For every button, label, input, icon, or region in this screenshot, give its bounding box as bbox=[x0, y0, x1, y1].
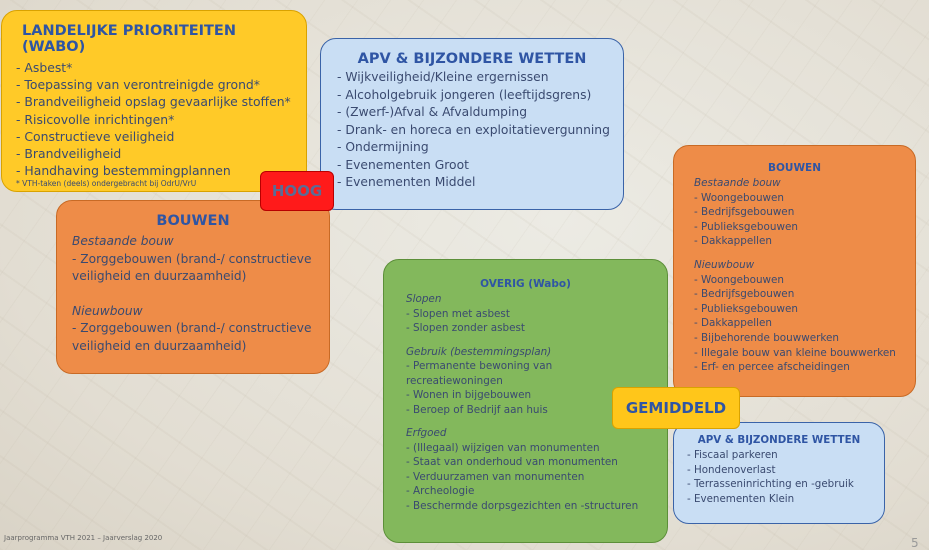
apv-bijzondere-wetten-high-box: APV & BIJZONDERE WETTEN - Wijkveiligheid… bbox=[320, 38, 624, 210]
footnote: * VTH-taken (deels) ondergebracht bij Od… bbox=[16, 179, 197, 189]
list-item: - Brandveiligheid opslag gevaarlijke sto… bbox=[16, 94, 291, 110]
list-item: - Fiscaal parkeren bbox=[687, 449, 778, 461]
list-item: - Toepassing van verontreinigde grond* bbox=[16, 77, 260, 93]
list-item: - Illegale bouw van kleine bouwwerken bbox=[694, 346, 896, 359]
bouwen-title: BOUWEN bbox=[156, 213, 230, 229]
list-item: - Permanente bewoning van bbox=[406, 360, 553, 372]
page-number: 5 bbox=[911, 536, 919, 550]
priority-label-hoog: HOOG bbox=[260, 171, 334, 211]
gebruik-label: Gebruik (bestemmingsplan) bbox=[406, 345, 552, 358]
list-item: - Brandveiligheid bbox=[16, 146, 122, 162]
list-item: - Drank- en horeca en exploitatievergunn… bbox=[337, 122, 610, 137]
list-item: - (Illegaal) wijzigen van monumenten bbox=[406, 441, 600, 454]
list-item: - Woongebouwen bbox=[694, 191, 785, 204]
list-item: - Archeologie bbox=[406, 485, 475, 497]
list-item: recreatiewoningen bbox=[406, 374, 503, 387]
list-item: veiligheid en duurzaamheid) bbox=[72, 269, 247, 283]
list-item: - Zorggebouwen (brand-/ constructieve bbox=[72, 321, 312, 335]
list-item: - (Zwerf-)Afval & Afvaldumping bbox=[337, 105, 528, 119]
bestaande-bouw-label: Bestaande bouw bbox=[72, 234, 174, 248]
list-item: - Alcoholgebruik jongeren (leeftijdsgren… bbox=[337, 87, 592, 102]
list-item: - Handhaving bestemmingplannen bbox=[16, 163, 231, 179]
apv-bijzondere-wetten-medium-box: APV & BIJZONDERE WETTEN - Fiscaal parker… bbox=[673, 422, 885, 524]
list-item: - Terrasseninrichting en -gebruik bbox=[687, 478, 854, 491]
list-item: veiligheid en duurzaamheid) bbox=[72, 338, 247, 353]
list-item: - Slopen zonder asbest bbox=[406, 322, 525, 334]
list-item: - Wonen in bijgebouwen bbox=[406, 389, 532, 401]
list-item: - Verduurzamen van monumenten bbox=[406, 470, 585, 483]
list-item: - Asbest* bbox=[16, 60, 73, 75]
list-item: - Hondenoverlast bbox=[687, 463, 776, 476]
list-item: - Dakkappellen bbox=[694, 235, 772, 248]
list-item: - Constructieve veiligheid bbox=[16, 128, 175, 144]
list-item: - Woongebouwen bbox=[694, 273, 785, 286]
apv-title: APV & BIJZONDERE WETTEN bbox=[697, 434, 861, 446]
list-item: - Bijbehorende bouwwerken bbox=[694, 331, 840, 344]
list-item: - Evenementen Groot bbox=[337, 157, 469, 172]
list-item: - Zorggebouwen (brand-/ constructieve bbox=[72, 251, 312, 266]
list-item: - Bedrijfsgebouwen bbox=[694, 288, 795, 301]
list-item: - Evenementen Middel bbox=[337, 175, 476, 189]
slopen-label: Slopen bbox=[406, 293, 442, 305]
list-item: - Publieksgebouwen bbox=[694, 302, 798, 315]
apv-title: APV & BIJZONDERE WETTEN bbox=[357, 51, 587, 67]
priority-label-gemiddeld: GEMIDDELD bbox=[612, 387, 740, 429]
list-item: - Erf- en percee afscheidingen bbox=[694, 361, 850, 374]
landelijke-prioriteiten-box: LANDELIJKE PRIORITEITEN (WABO) - Asbest*… bbox=[1, 10, 307, 192]
nieuwbouw-label: Nieuwbouw bbox=[72, 303, 143, 318]
list-item: - Slopen met asbest bbox=[406, 307, 510, 320]
bestaande-bouw-label: Bestaande bouw bbox=[694, 177, 781, 189]
list-item: - Staat van onderhoud van monumenten bbox=[406, 456, 618, 468]
landelijke-prioriteiten-title: LANDELIJKE PRIORITEITEN (WABO) bbox=[22, 23, 236, 55]
list-item: - Beschermde dorpsgezichten en -structur… bbox=[406, 499, 639, 512]
bouwen-medium-box: BOUWEN Bestaande bouw - Woongebouwen - B… bbox=[673, 145, 916, 397]
list-item: - Evenementen Klein bbox=[687, 492, 795, 505]
bouwen-title: BOUWEN bbox=[768, 162, 821, 174]
list-item: - Publieksgebouwen bbox=[694, 220, 798, 233]
list-item: - Wijkveiligheid/Kleine ergernissen bbox=[337, 70, 549, 84]
list-item: - Ondermijning bbox=[337, 140, 429, 154]
bouwen-high-box: BOUWEN Bestaande bouw - Zorggebouwen (br… bbox=[56, 200, 330, 374]
erfgoed-label: Erfgoed bbox=[406, 427, 447, 439]
list-item: - Risicovolle inrichtingen* bbox=[16, 111, 175, 127]
overig-title: OVERIG (Wabo) bbox=[480, 278, 571, 290]
nieuwbouw-label: Nieuwbouw bbox=[694, 258, 755, 271]
list-item: - Bedrijfsgebouwen bbox=[694, 206, 795, 219]
list-item: - Beroep of Bedrijf aan huis bbox=[406, 403, 548, 416]
footer-text: Jaarprogramma VTH 2021 – Jaarverslag 202… bbox=[4, 534, 163, 542]
list-item: - Dakkappellen bbox=[694, 317, 772, 330]
